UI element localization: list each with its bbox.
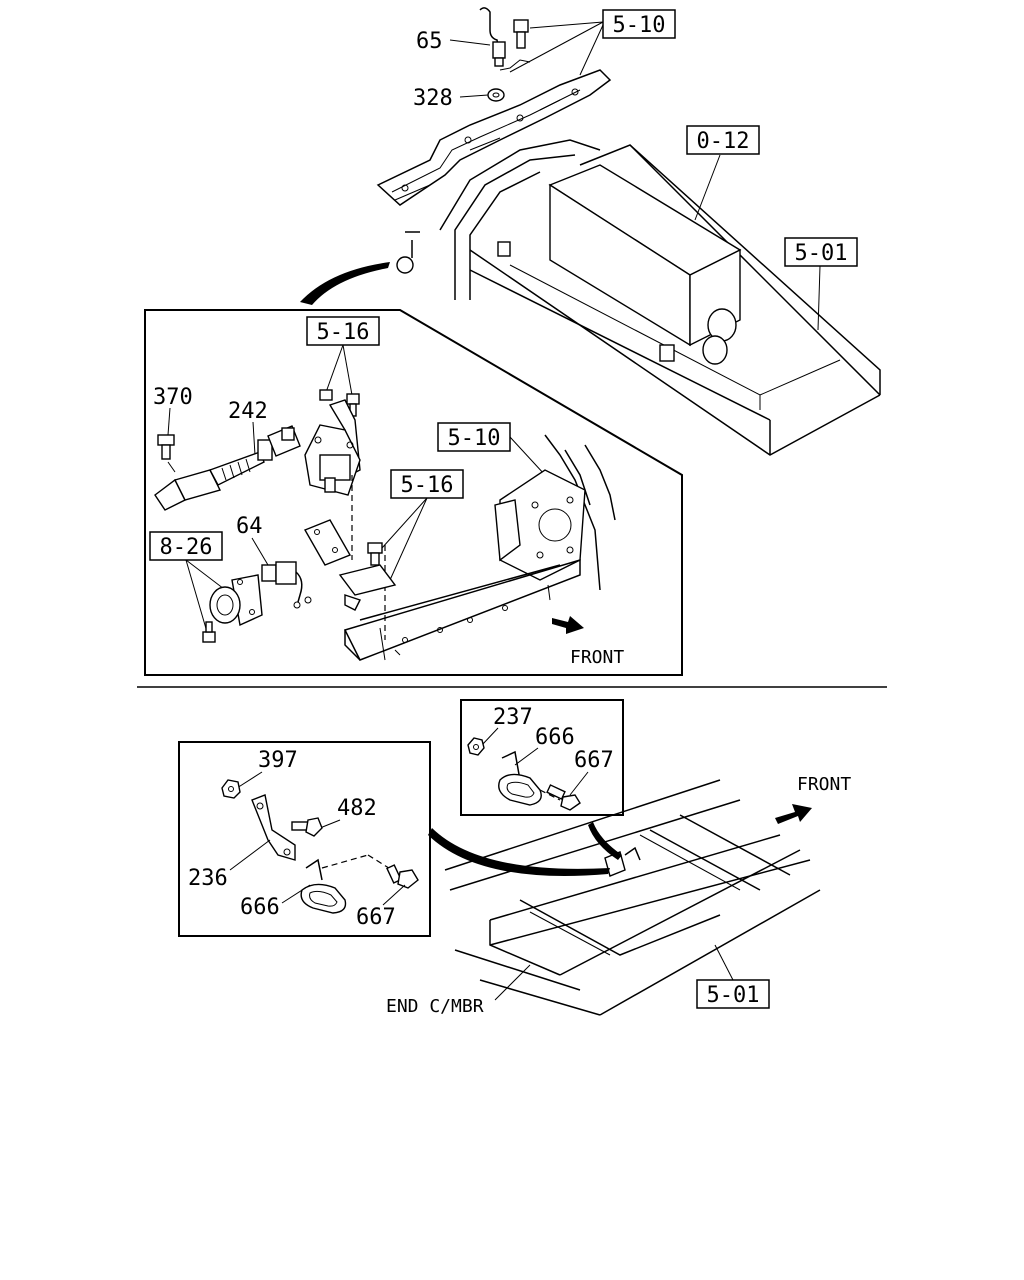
pulley-assembly <box>209 574 263 627</box>
inset-bracket-large: 397 482 236 666 667 <box>178 741 431 937</box>
upper-frame-assembly <box>376 69 881 456</box>
part-number-370: 370 <box>153 385 193 410</box>
ref-label: 5-10 <box>613 13 666 38</box>
ref-box-5-10-top: 5-10 <box>602 9 676 39</box>
part-number-667-b: 667 <box>356 905 396 930</box>
clamp-666-b <box>300 858 347 914</box>
part-number-482: 482 <box>337 796 377 821</box>
bolt-482 <box>291 817 323 837</box>
part-number-328: 328 <box>413 86 453 111</box>
bolt-icon <box>346 393 360 405</box>
end-cross-member-label: END C/MBR <box>386 996 484 1017</box>
ref-box-0-12: 0-12 <box>686 125 760 155</box>
ref-box-5-16-a: 5-16 <box>317 320 370 345</box>
part-number-667-a: 667 <box>574 748 614 773</box>
inset-detail: 5-16 370 242 <box>144 309 683 676</box>
ref-label: 0-12 <box>697 129 750 154</box>
switch-64 <box>261 561 312 609</box>
ref-box-5-16-b: 5-16 <box>401 473 454 498</box>
part-number-666-a: 666 <box>535 725 575 750</box>
part-number-237: 237 <box>493 705 533 730</box>
leaders-top <box>449 21 821 331</box>
bolt-icon <box>202 631 216 643</box>
front-arrow-icon <box>552 616 584 634</box>
ref-box-5-10-inset: 5-10 <box>448 426 501 451</box>
bolt-icon <box>367 542 383 554</box>
part-number-397: 397 <box>258 748 298 773</box>
part-number-236: 236 <box>188 866 228 891</box>
clamp-666-a <box>498 750 542 806</box>
bolt-icon <box>319 389 333 401</box>
washer-328 <box>487 88 505 102</box>
leader-bracket <box>499 59 531 71</box>
part-number-64: 64 <box>236 514 263 539</box>
detail-arrow-lower-right <box>588 822 622 860</box>
sensor-65 <box>479 7 506 67</box>
part-number-65: 65 <box>416 29 443 54</box>
front-label-inset: FRONT <box>570 647 624 668</box>
bracket-236 <box>251 794 296 861</box>
bolt-667-a <box>546 784 581 811</box>
part-number-666-b: 666 <box>240 895 280 920</box>
nut-icon <box>221 779 241 799</box>
ref-box-8-26: 8-26 <box>160 535 213 560</box>
ref-box-5-01-bottom: 5-01 <box>696 979 770 1009</box>
detail-arrow-lower-left <box>428 828 610 876</box>
ref-label: 5-01 <box>795 241 848 266</box>
bolt-667-b <box>386 864 419 889</box>
inset-clamp-small: 237 666 667 <box>460 699 624 816</box>
front-arrow-icon <box>775 804 812 824</box>
bolt-5-10-top <box>513 19 529 49</box>
ref-box-5-01-top: 5-01 <box>784 237 858 267</box>
sensor-242 <box>154 425 301 511</box>
front-label-bottom: FRONT <box>797 774 851 795</box>
part-number-242: 242 <box>228 399 268 424</box>
nut-icon <box>467 737 485 756</box>
ref-label: 5-01 <box>707 983 760 1008</box>
bolt-370 <box>157 434 175 446</box>
detail-arrow-upper <box>300 262 390 305</box>
